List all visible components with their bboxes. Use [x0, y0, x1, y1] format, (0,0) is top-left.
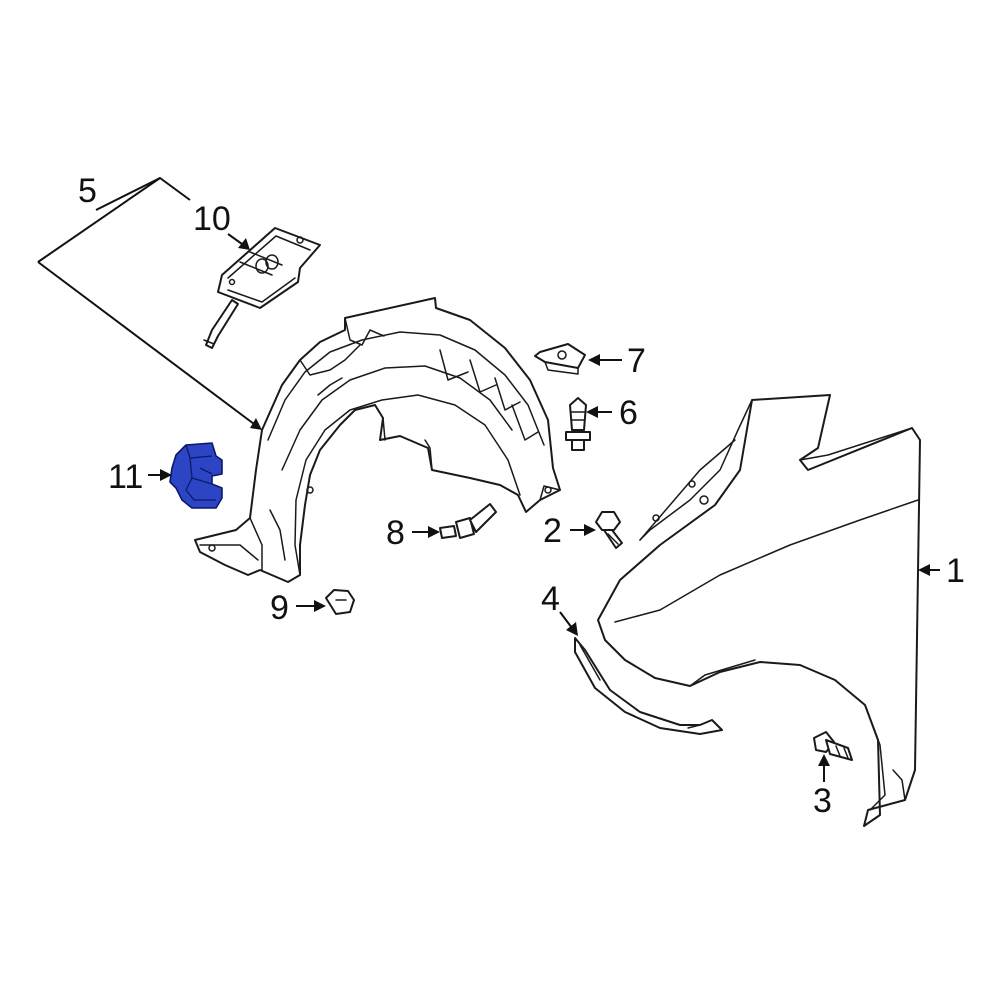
callout-3: 3 — [813, 782, 832, 820]
push-clip-part — [565, 397, 591, 451]
screw-part — [439, 503, 497, 539]
stud-bolt-part — [813, 731, 853, 761]
bracket-part — [203, 227, 321, 349]
hex-nut-part — [325, 589, 355, 615]
callout-8: 8 — [386, 514, 405, 552]
callout-1: 1 — [946, 552, 965, 590]
clip-nut-part — [534, 343, 586, 375]
fender-liner-part — [194, 297, 561, 583]
callout-10: 10 — [193, 200, 231, 238]
callout-6: 6 — [619, 394, 638, 432]
fender-part — [597, 394, 921, 827]
callout-7: 7 — [627, 342, 646, 380]
callout-4: 4 — [541, 580, 560, 618]
molding-part — [574, 637, 723, 735]
callout-5: 5 — [78, 172, 97, 210]
callout-11: 11 — [108, 458, 143, 496]
callout-2: 2 — [543, 512, 562, 550]
leader-lines — [37, 176, 940, 782]
highlighted-part-11 — [169, 442, 223, 509]
callout-9: 9 — [270, 589, 289, 627]
bolt-part — [595, 511, 623, 549]
